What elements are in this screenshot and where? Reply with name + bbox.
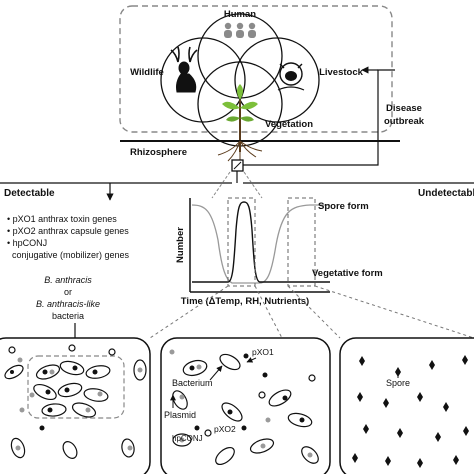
human-icon [224, 22, 256, 38]
vegetative-curve [192, 201, 330, 283]
bullet-conjugative: conjugative (mobilizer) genes [7, 250, 130, 260]
population-chart: Number Time (ΔTemp, RH, Nutrients) Spore… [175, 197, 383, 307]
bullet-hpconj: • hpCONJ [7, 238, 47, 248]
livestock-label: Livestock [319, 67, 364, 78]
chart-ylabel: Number [175, 227, 186, 263]
undetectable-title: Undetectable [418, 188, 474, 199]
gene-list: • pXO1 anthrax toxin genes • pXO2 anthra… [7, 214, 130, 260]
highlight-box-vegetative [227, 197, 256, 287]
detectable-title: Detectable [4, 188, 55, 199]
spore-form-label: Spore form [318, 201, 369, 212]
panel-right [339, 337, 474, 474]
organism-line-4: bacteria [52, 311, 84, 321]
disease-outbreak-label-1: Disease [386, 103, 422, 114]
deer-icon [170, 46, 198, 93]
venn-circle-wildlife [160, 37, 246, 123]
hpconj-label: hpCONJ [172, 434, 203, 443]
left-panel-bacteria [4, 344, 147, 459]
chart-xlabel: Time (ΔTemp, RH, Nutrients) [181, 296, 309, 307]
spore-label: Spore [386, 378, 410, 388]
organism-line-3: B. anthracis-like [36, 299, 100, 309]
highlight-box-spore [287, 197, 316, 287]
cow-icon [277, 62, 305, 91]
projection-lines [149, 285, 474, 339]
right-panel-spores [352, 355, 469, 468]
onehealth-dashed-box [119, 5, 393, 133]
bullet-pxo1: • pXO1 anthrax toxin genes [7, 214, 117, 224]
vegetation-label: Vegetation [265, 119, 313, 130]
outbreak-arrow [243, 69, 395, 166]
plasmid-label: Plasmid [164, 410, 196, 420]
organism-line-2: or [64, 287, 72, 297]
roots [217, 140, 263, 165]
panel-left [0, 337, 151, 474]
wildlife-label: Wildlife [130, 67, 164, 78]
disease-outbreak-label-2: outbreak [384, 116, 425, 127]
bullet-pxo2: • pXO2 anthrax capsule genes [7, 226, 129, 236]
vegetative-form-label: Vegetative form [312, 268, 383, 279]
pxo2-label: pXO2 [214, 424, 236, 434]
pxo1-label: pXO1 [252, 347, 274, 357]
human-label: Human [224, 9, 256, 20]
organism-line-1: B. anthracis [44, 275, 92, 285]
cluster-dashed-box [27, 355, 125, 419]
bacterium-label: Bacterium [172, 378, 213, 388]
venn-circle-livestock [234, 37, 320, 123]
rhizosphere-label: Rhizosphere [130, 147, 187, 158]
bacterium-icon [182, 359, 208, 377]
spore-curve [191, 204, 330, 284]
middle-panel-bacteria [169, 349, 319, 466]
